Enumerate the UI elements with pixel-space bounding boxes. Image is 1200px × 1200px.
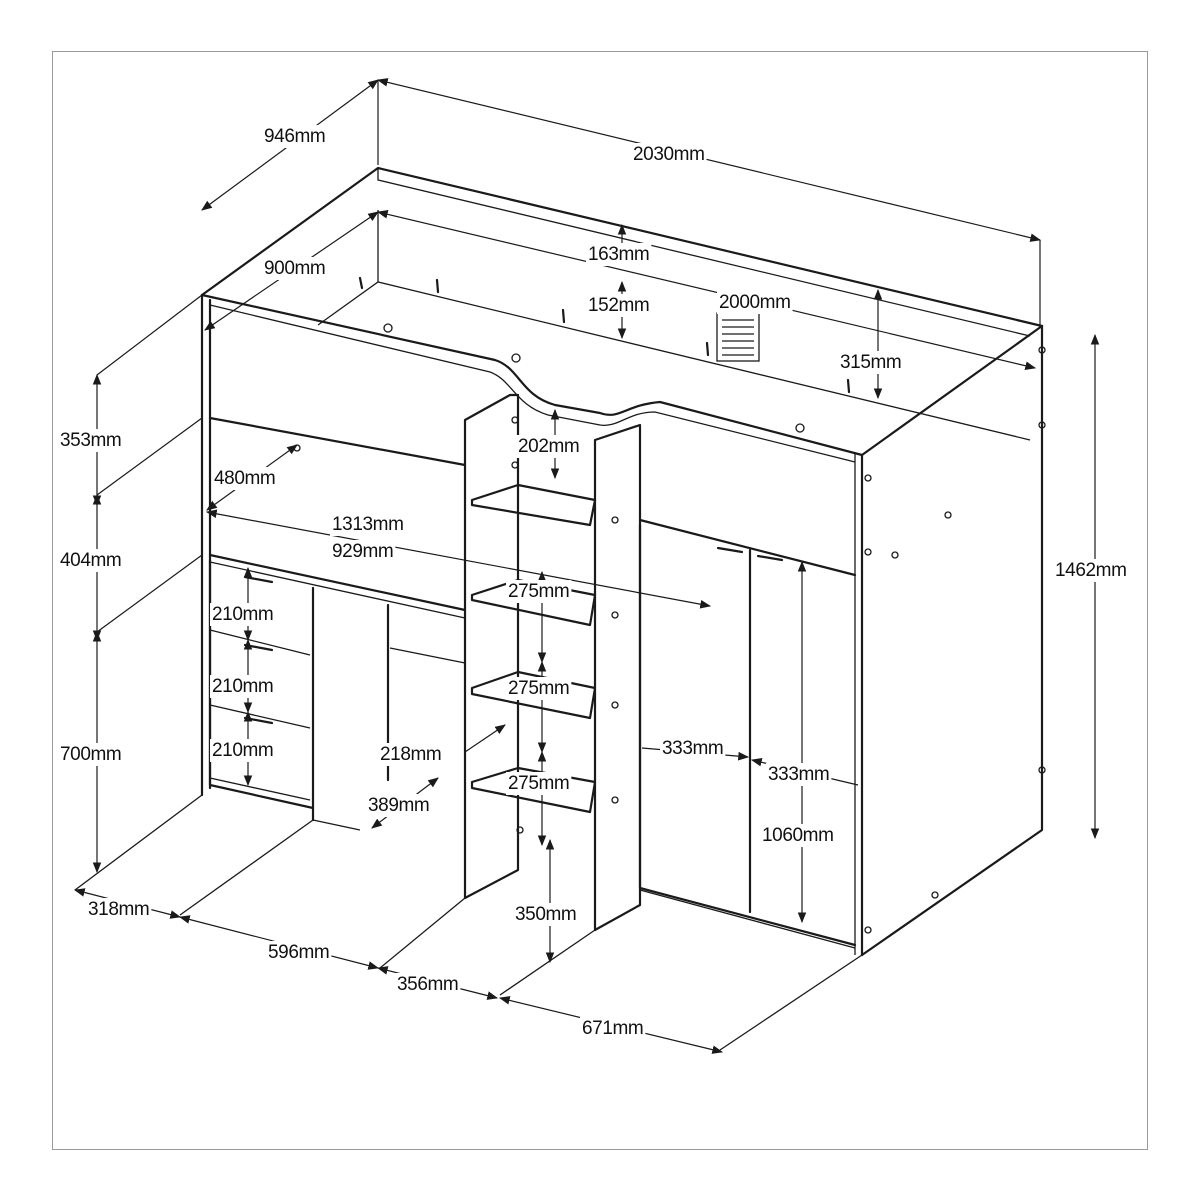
- label-desk-depth: 480mm: [214, 468, 275, 489]
- label-door-2: 333mm: [768, 764, 829, 785]
- label-overall-length: 2030mm: [633, 144, 705, 165]
- label-backing: [86, 898, 152, 921]
- label-drawer-3: 210mm: [212, 740, 273, 761]
- label-backing: [366, 794, 432, 817]
- label-backing: [506, 580, 572, 603]
- label-backing: [395, 973, 461, 996]
- label-drawer-width: 318mm: [88, 899, 149, 920]
- label-ladder-gap: 202mm: [518, 436, 579, 457]
- label-ladder-base: 350mm: [515, 904, 576, 925]
- label-overall-depth: 946mm: [264, 126, 325, 147]
- label-backing: [838, 351, 904, 374]
- label-lower-height: 700mm: [60, 744, 121, 765]
- label-backing: [516, 435, 582, 458]
- label-backing: [513, 903, 579, 926]
- label-backing: [766, 763, 832, 786]
- label-backing: [210, 603, 276, 626]
- label-guard-mid: 152mm: [588, 295, 649, 316]
- label-backing: [266, 941, 332, 964]
- label-backing: [58, 549, 124, 572]
- label-backing: [58, 743, 124, 766]
- label-backing: [262, 125, 328, 148]
- label-desk-width: 596mm: [268, 942, 329, 963]
- label-guard-end: 315mm: [840, 352, 901, 373]
- label-backing: [586, 243, 652, 266]
- label-step-2: 275mm: [508, 678, 569, 699]
- label-drawer-1: 210mm: [212, 604, 273, 625]
- label-backing: [262, 257, 328, 280]
- label-overall-height: 1462mm: [1055, 560, 1127, 581]
- label-drawer-2: 210mm: [212, 676, 273, 697]
- label-backing: [760, 824, 836, 847]
- label-wardrobe-height: 1060mm: [762, 825, 834, 846]
- dimension-labels: 946mm 2030mm 900mm 163mm 152mm 2000mm 31…: [58, 125, 1129, 1040]
- label-bay-depth: 389mm: [368, 795, 429, 816]
- label-backing: [631, 143, 707, 166]
- label-backing: [212, 467, 278, 490]
- label-mattress-length: 2000mm: [719, 292, 791, 313]
- label-backing: [580, 1017, 646, 1040]
- label-backing: [506, 677, 572, 700]
- label-upper-rail: 353mm: [60, 430, 121, 451]
- label-backing: [210, 739, 276, 762]
- label-backing: [58, 429, 124, 452]
- label-shelf-depth: 218mm: [380, 744, 441, 765]
- label-mattress-width: 900mm: [264, 258, 325, 279]
- label-backing: [506, 772, 572, 795]
- label-backing: [330, 540, 396, 563]
- label-desk-length-outer: 1313mm: [332, 514, 404, 535]
- label-ladder-width: 356mm: [397, 974, 458, 995]
- label-step-3: 275mm: [508, 773, 569, 794]
- label-desk-length-inner: 929mm: [332, 541, 393, 562]
- label-backing: [660, 737, 726, 760]
- label-backing: [378, 743, 444, 766]
- label-wardrobe-width: 671mm: [582, 1018, 643, 1039]
- label-step-1: 275mm: [508, 581, 569, 602]
- label-backing: [717, 291, 793, 314]
- label-door-1: 333mm: [662, 738, 723, 759]
- drawing-frame: [52, 51, 1148, 1150]
- label-backing: [210, 675, 276, 698]
- label-guard-top: 163mm: [588, 244, 649, 265]
- label-desk-top: 404mm: [60, 550, 121, 571]
- label-backing: [586, 294, 652, 317]
- label-backing: [330, 513, 406, 536]
- label-backing: [1053, 559, 1129, 582]
